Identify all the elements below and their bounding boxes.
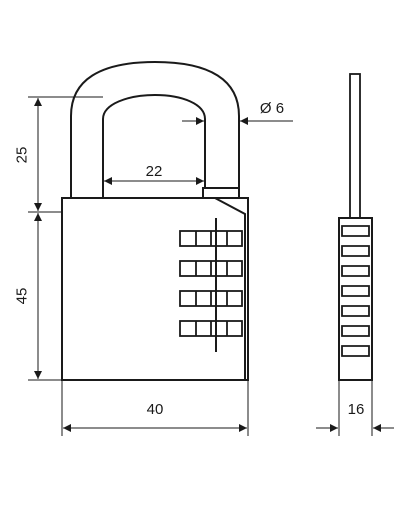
shackle-collar [202, 187, 240, 198]
label-body-width: 40 [147, 401, 164, 418]
combination-wheel [179, 290, 243, 307]
lock-body [61, 197, 249, 381]
label-side-thickness: 16 [348, 401, 365, 418]
label-body-height: 45 [14, 288, 31, 305]
label-shackle-height: 25 [14, 147, 31, 164]
combination-window [214, 197, 246, 380]
side-shackle [349, 73, 361, 219]
shackle-inner [102, 93, 206, 197]
shackle-outer [70, 60, 240, 197]
label-shackle-diameter: Ø 6 [260, 100, 284, 117]
combination-wheel [179, 230, 243, 247]
label-shackle-width: 22 [146, 163, 163, 180]
combination-wheel [179, 320, 243, 337]
combination-wheel [179, 260, 243, 277]
combination-wheels [179, 230, 243, 337]
side-wheels [341, 225, 370, 357]
